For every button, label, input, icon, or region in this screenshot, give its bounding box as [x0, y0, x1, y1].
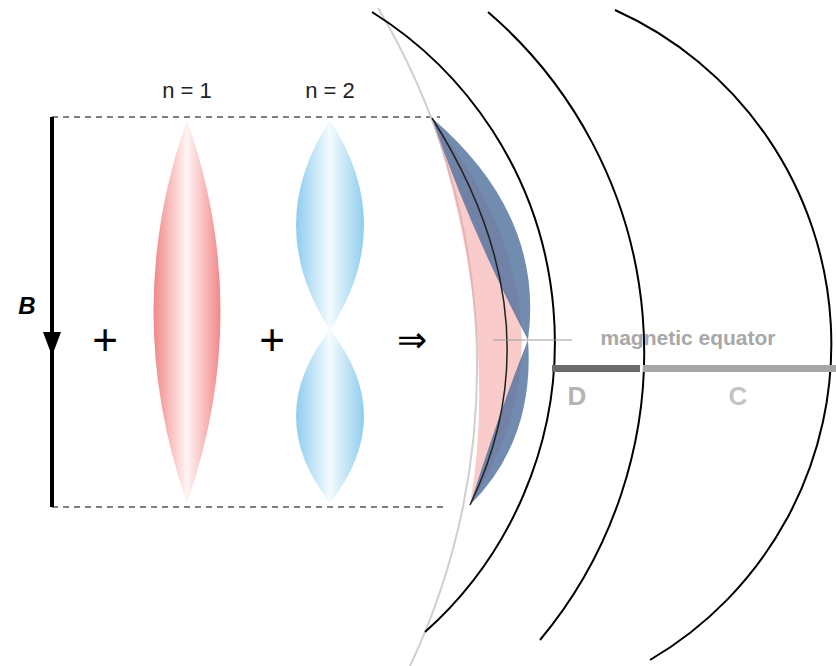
mode-n2 — [296, 330, 364, 503]
arrow-head — [43, 332, 61, 356]
guide-line — [52, 506, 446, 507]
equator-line — [493, 339, 572, 340]
region-bar — [552, 365, 640, 372]
plus-sign: + — [259, 318, 285, 362]
field-line — [432, 118, 507, 505]
mode-label: n = 1 — [162, 80, 212, 102]
implies-arrow: ⇒ — [397, 322, 427, 358]
plus-sign: + — [92, 318, 118, 362]
combined-n2 — [432, 118, 530, 340]
region-label: C — [729, 383, 748, 409]
earth-surface — [378, 8, 477, 666]
mode-label: n = 2 — [305, 80, 355, 102]
equator-label: magnetic equator — [600, 327, 775, 348]
guide-line — [52, 116, 440, 117]
field-line — [372, 12, 555, 632]
field-axis — [50, 117, 54, 507]
mode-n1 — [154, 120, 221, 503]
mode-n2 — [296, 120, 364, 330]
region-bar — [643, 365, 836, 372]
region-label: D — [568, 383, 587, 409]
field-symbol: B — [18, 294, 35, 318]
